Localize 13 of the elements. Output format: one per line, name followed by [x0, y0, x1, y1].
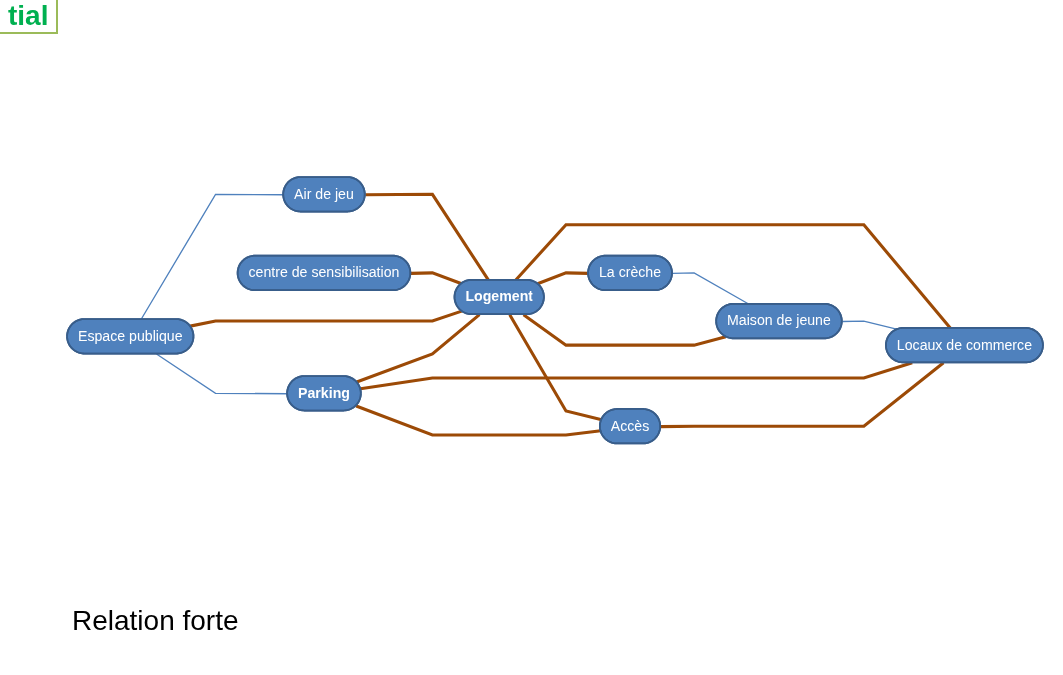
- connector: [356, 313, 481, 384]
- connector: [508, 313, 603, 422]
- heading-tag: tial: [0, 0, 59, 34]
- connector: [410, 271, 463, 285]
- connector: [360, 361, 913, 390]
- connector: [514, 222, 952, 330]
- connector: [660, 361, 945, 428]
- connector: [355, 404, 601, 437]
- note-text: Relation forte: [72, 605, 239, 637]
- connector: [189, 309, 463, 328]
- connector: [537, 271, 589, 285]
- connector: [522, 313, 727, 347]
- connector: [365, 192, 490, 281]
